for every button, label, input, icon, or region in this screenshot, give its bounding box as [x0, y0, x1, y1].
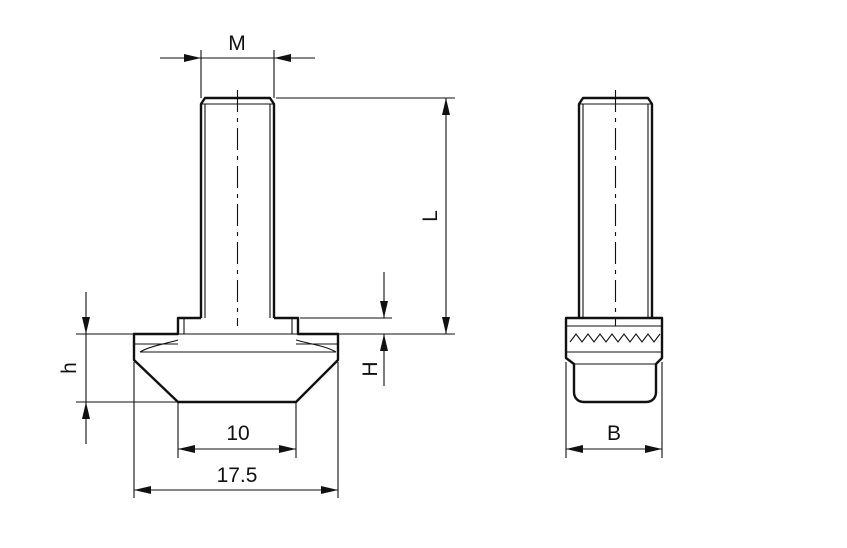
dimension-17-5: 17.5: [133, 362, 339, 498]
dimension-h-lower: h: [58, 292, 178, 444]
label-l: L: [419, 210, 442, 222]
label-lower-h: h: [58, 362, 81, 374]
front-view: [132, 90, 340, 404]
dimension-b: B: [565, 362, 663, 458]
front-collar: [132, 316, 340, 404]
label-m: M: [228, 32, 246, 55]
dimension-h-upper: H: [300, 272, 392, 386]
label-10: 10: [226, 422, 249, 445]
dimension-m: M: [160, 32, 315, 98]
label-b: B: [607, 422, 621, 445]
dimension-10: 10: [177, 402, 297, 458]
label-upper-h: H: [359, 361, 382, 376]
side-head: [564, 316, 664, 404]
label-17-5: 17.5: [217, 464, 258, 487]
dimension-l: L: [276, 97, 455, 335]
side-view: [564, 90, 664, 404]
